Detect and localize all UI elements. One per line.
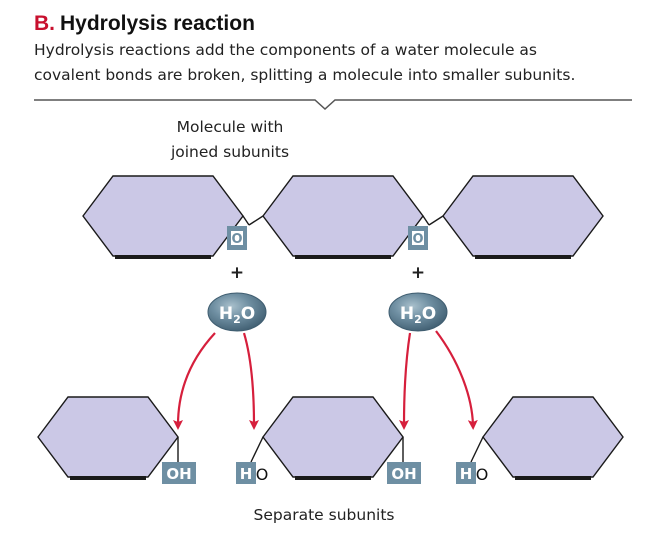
caption-line-2: covalent bonds are broken, splitting a m… <box>34 66 575 84</box>
bottom-hexagon-3 <box>482 396 624 478</box>
section-title: Hydrolysis reaction <box>60 12 255 35</box>
linker-oxygen-2-label: O <box>412 232 423 247</box>
top-hexagon-2 <box>262 175 424 257</box>
hydrogen-atom-1-label: H <box>240 465 253 483</box>
arrow-water2-to-h <box>435 330 478 430</box>
plus-sign-2: + <box>411 263 425 283</box>
joined-molecule: O O <box>82 175 604 259</box>
bottom-hexagon-1 <box>37 396 179 478</box>
oxygen-atom-2-label: O <box>476 465 489 484</box>
top-label-line-2: joined subunits <box>170 143 289 161</box>
arrow-water2-to-oh <box>399 332 412 430</box>
hydroxyl-group-1 <box>162 462 196 484</box>
bottom-label: Separate subunits <box>254 506 395 524</box>
top-hexagon-3 <box>442 175 604 257</box>
water-formula-1: H2O <box>219 304 255 326</box>
hydrogen-atom-1 <box>236 462 256 484</box>
hydroxyl-group-1-label: OH <box>166 465 191 483</box>
hydrogen-atom-2 <box>456 462 476 484</box>
arrow-water1-to-oh <box>173 332 216 430</box>
oxygen-atom-1-label: O <box>256 465 269 484</box>
section-letter: B. <box>34 12 55 35</box>
hydroxyl-group-2 <box>387 462 421 484</box>
caption-line-1: Hydrolysis reactions add the components … <box>34 41 537 59</box>
water-formula-2: H2O <box>400 304 436 326</box>
separate-subunits: OH OH H O H O <box>37 396 624 484</box>
water-molecule-1: H2O <box>207 292 267 332</box>
hydroxyl-group-2-label: OH <box>391 465 416 483</box>
reaction-arrows <box>173 330 478 430</box>
water-molecule-2: H2O <box>388 292 448 332</box>
linker-oxygen-1-label: O <box>231 232 242 247</box>
top-hexagon-1 <box>82 175 244 257</box>
hydrogen-atom-2-label: H <box>460 465 473 483</box>
header-divider <box>34 99 632 111</box>
plus-sign-1: + <box>230 263 244 283</box>
top-label-line-1: Molecule with <box>177 118 284 136</box>
arrow-water1-to-h <box>242 332 259 430</box>
bottom-hexagon-2 <box>262 396 404 478</box>
